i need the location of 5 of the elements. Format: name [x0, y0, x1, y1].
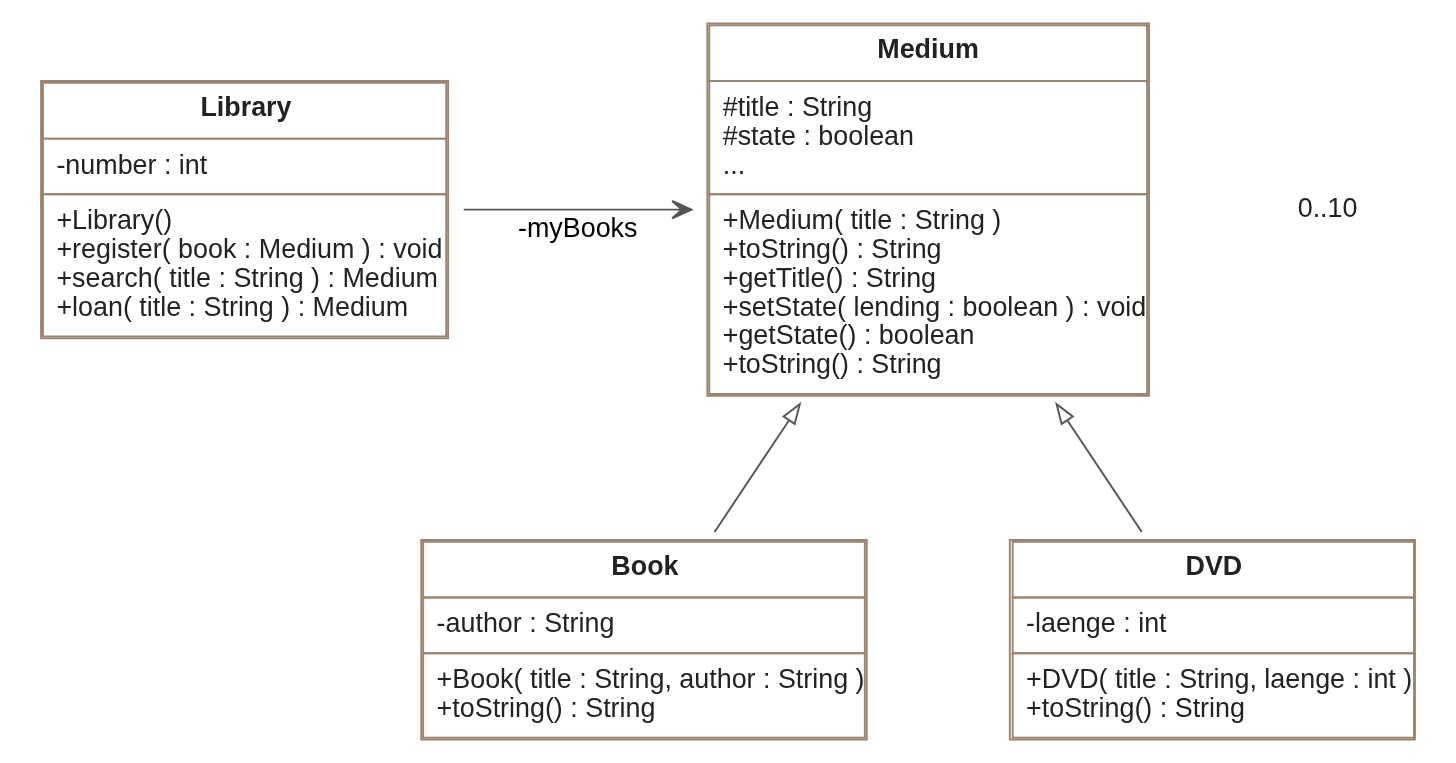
arrow — [1055, 401, 1143, 533]
label: 0..10 — [1297, 192, 1358, 223]
arrow — [713, 401, 802, 533]
edge-label: -myBooks — [518, 212, 638, 243]
arrow — [462, 200, 693, 220]
